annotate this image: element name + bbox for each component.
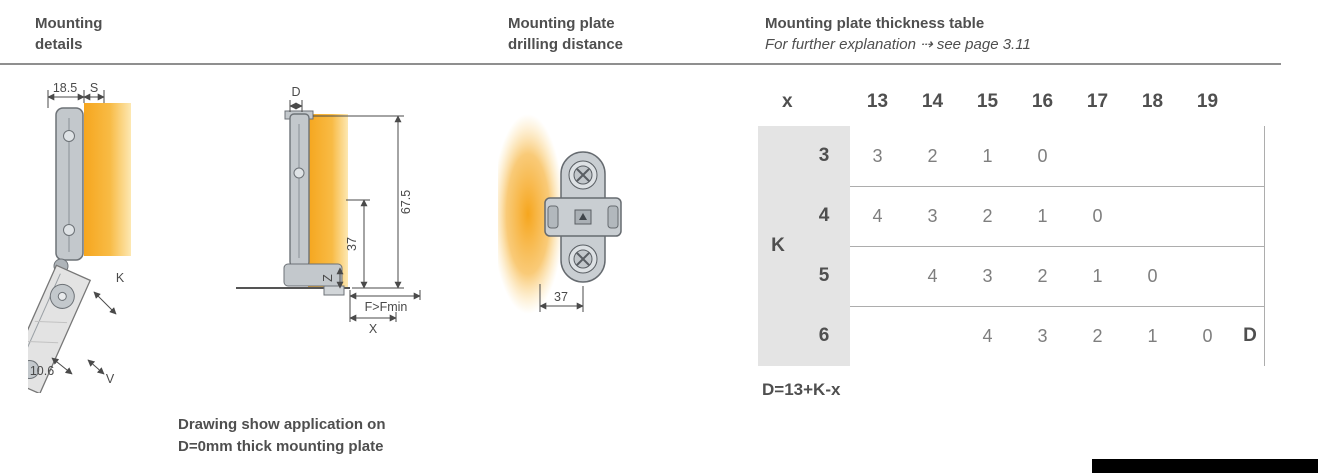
- table-row: 6 4 3 2 1 0 D: [758, 306, 1264, 366]
- cell: 0: [1092, 205, 1103, 226]
- screw-icon: [28, 359, 40, 379]
- screw-icon: [293, 167, 305, 179]
- arrow-up-icon: [579, 213, 587, 220]
- k-column-band: [758, 126, 850, 366]
- row-label: 4: [818, 205, 830, 226]
- dim-18-5-label: 18.5: [53, 81, 77, 95]
- cell: 3: [982, 265, 993, 286]
- col-header-14: 14: [921, 91, 944, 112]
- dim-67-5-label: 67.5: [399, 190, 413, 214]
- table-row: 5 4 3 2 1 0: [758, 246, 1264, 306]
- cell: 2: [1092, 325, 1103, 346]
- col-header-15: 15: [976, 91, 999, 112]
- door-panel-open: [28, 264, 92, 393]
- row-label: 6: [818, 325, 830, 346]
- cell: 3: [927, 205, 938, 226]
- screw-icon: [63, 130, 75, 142]
- dim-10-6-label: 10.6: [30, 364, 54, 378]
- cell: 0: [1147, 265, 1158, 286]
- dim-z-label: Z: [321, 274, 335, 282]
- heading-line: Mounting: [35, 15, 103, 32]
- drilling-distance-drawing: D 67.5 37 Z F>Fmin X: [236, 85, 421, 336]
- mounting-details-drawing: 18.5 S K V 10.6: [28, 81, 131, 393]
- wing-slot: [547, 205, 559, 229]
- cell: 4: [872, 205, 883, 226]
- col-header-18: 18: [1141, 91, 1164, 112]
- mounting-plate-drawing: 37: [498, 114, 622, 314]
- table-row: 3 3 2 1 0: [758, 126, 1264, 186]
- heading-line: drilling distance: [508, 36, 624, 53]
- cell: 1: [1092, 265, 1103, 286]
- table-row: 4 4 3 2 1 0: [758, 186, 1264, 246]
- heading-title: Mounting plate thickness table: [765, 15, 985, 32]
- cell: 1: [1037, 205, 1048, 226]
- wing-slot: [607, 205, 619, 229]
- table-body: K 3 3 2 1 0 4 4 3 2 1 0 5 4 3: [758, 126, 1265, 366]
- cell: 3: [1037, 325, 1048, 346]
- dim-x-label: X: [369, 322, 378, 336]
- dim-37-label: 37: [345, 237, 359, 251]
- caption-line: Drawing show application on: [178, 416, 386, 433]
- cell: 0: [1037, 145, 1048, 166]
- dim-plate-37-label: 37: [554, 290, 568, 304]
- heading-mounting-details: Mounting details: [35, 13, 102, 55]
- footer-bar: [1092, 459, 1318, 473]
- mounting-plate: [544, 151, 622, 283]
- thickness-table: x 13 14 15 16 17 18 19 K 3 3 2 1 0 4 4 3…: [758, 78, 1265, 400]
- heading-subtitle: For further explanation ⇢ see page 3.11: [765, 36, 1031, 53]
- drawing-caption: Drawing show application on D=0mm thick …: [178, 414, 386, 458]
- cup-foot: [323, 285, 345, 296]
- row-suffix: D: [1243, 325, 1257, 346]
- dim-k-label: K: [116, 271, 125, 285]
- door-panel-glow: [308, 114, 348, 288]
- cell: 3: [872, 145, 883, 166]
- heading-line: details: [35, 36, 83, 53]
- dim-d-label: D: [291, 85, 300, 99]
- screw-icon: [63, 224, 75, 236]
- heading-thickness-table: Mounting plate thickness table For furth…: [765, 13, 1031, 55]
- heading-line: Mounting plate: [508, 15, 615, 32]
- table-header-row: x 13 14 15 16 17 18 19: [758, 78, 1265, 126]
- col-header-17: 17: [1086, 91, 1109, 112]
- header-divider: [0, 63, 1281, 65]
- cell: 2: [1037, 265, 1048, 286]
- cabinet-panel-glow: [84, 103, 131, 256]
- row-label: 3: [818, 145, 830, 166]
- dim-f-label: F>Fmin: [365, 300, 408, 314]
- cell: 1: [1147, 325, 1158, 346]
- cell: 2: [982, 205, 993, 226]
- k-label: K: [771, 235, 785, 256]
- cell: 4: [927, 265, 938, 286]
- cell: 1: [982, 145, 993, 166]
- dim-s-label: S: [90, 81, 98, 95]
- cell: 0: [1202, 325, 1213, 346]
- col-header-19: 19: [1196, 91, 1219, 112]
- cell: 2: [927, 145, 938, 166]
- col-header-16: 16: [1031, 91, 1054, 112]
- cell: 4: [982, 325, 993, 346]
- thickness-formula: D=13+K-x: [762, 380, 841, 399]
- cabinet-edge-glow: [498, 114, 564, 314]
- caption-line: D=0mm thick mounting plate: [178, 438, 384, 455]
- table-x-header: x: [782, 91, 793, 112]
- col-header-13: 13: [866, 91, 889, 112]
- row-label: 5: [818, 265, 830, 286]
- dim-v-label: V: [106, 372, 115, 386]
- heading-drilling-distance: Mounting plate drilling distance: [508, 13, 623, 55]
